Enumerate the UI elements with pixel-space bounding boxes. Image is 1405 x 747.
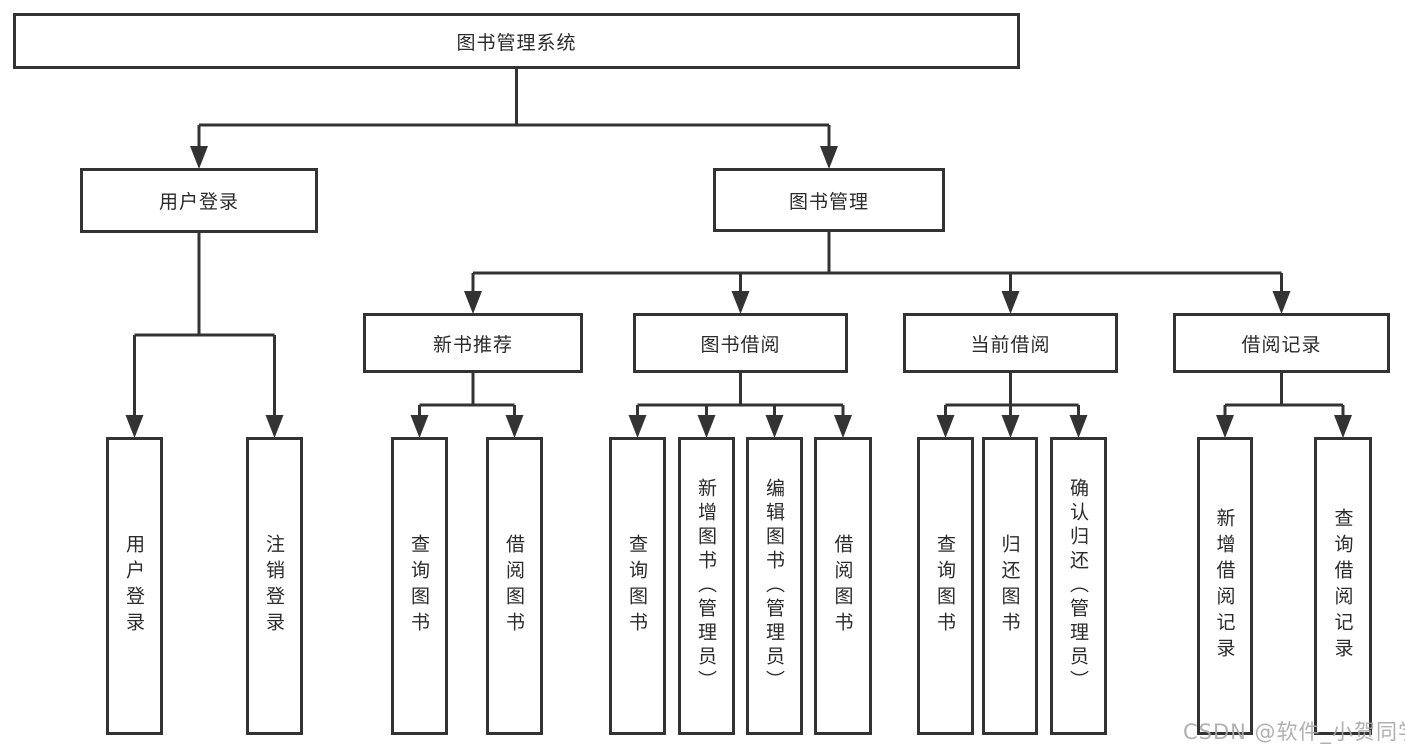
- node-user-login: 用户登录: [80, 168, 318, 233]
- leaf-query-book-recommend: 查询图书: [391, 437, 448, 735]
- node-new-book-recommend: 新书推荐: [363, 313, 583, 373]
- leaf-query-book-current: 查询图书: [917, 437, 974, 735]
- leaf-borrow-book: 借阅图书: [814, 437, 872, 735]
- arrowheads: [125, 146, 1352, 438]
- leaf-add-borrow-record: 新增借阅记录: [1197, 437, 1253, 735]
- node-root: 图书管理系统: [13, 13, 1020, 69]
- node-book-borrow: 图书借阅: [633, 313, 848, 373]
- node-current-borrow: 当前借阅: [903, 313, 1118, 373]
- leaf-user-login: 用户登录: [106, 437, 163, 735]
- leaf-edit-book-admin: 编辑图书（管理员）: [746, 437, 803, 735]
- leaf-confirm-return-admin: 确认归还（管理员）: [1050, 437, 1107, 735]
- node-borrow-records: 借阅记录: [1173, 313, 1390, 373]
- leaf-add-book-admin: 新增图书（管理员）: [678, 437, 735, 735]
- leaf-return-book: 归还图书: [982, 437, 1038, 735]
- leaf-logout: 注销登录: [246, 437, 303, 735]
- leaf-query-book-borrow: 查询图书: [609, 437, 666, 735]
- node-book-management: 图书管理: [713, 168, 945, 232]
- leaf-query-borrow-record: 查询借阅记录: [1314, 437, 1372, 735]
- leaf-borrow-book-recommend: 借阅图书: [486, 437, 543, 735]
- csdn-watermark: CSDN @软件_小贺同学: [1183, 720, 1405, 744]
